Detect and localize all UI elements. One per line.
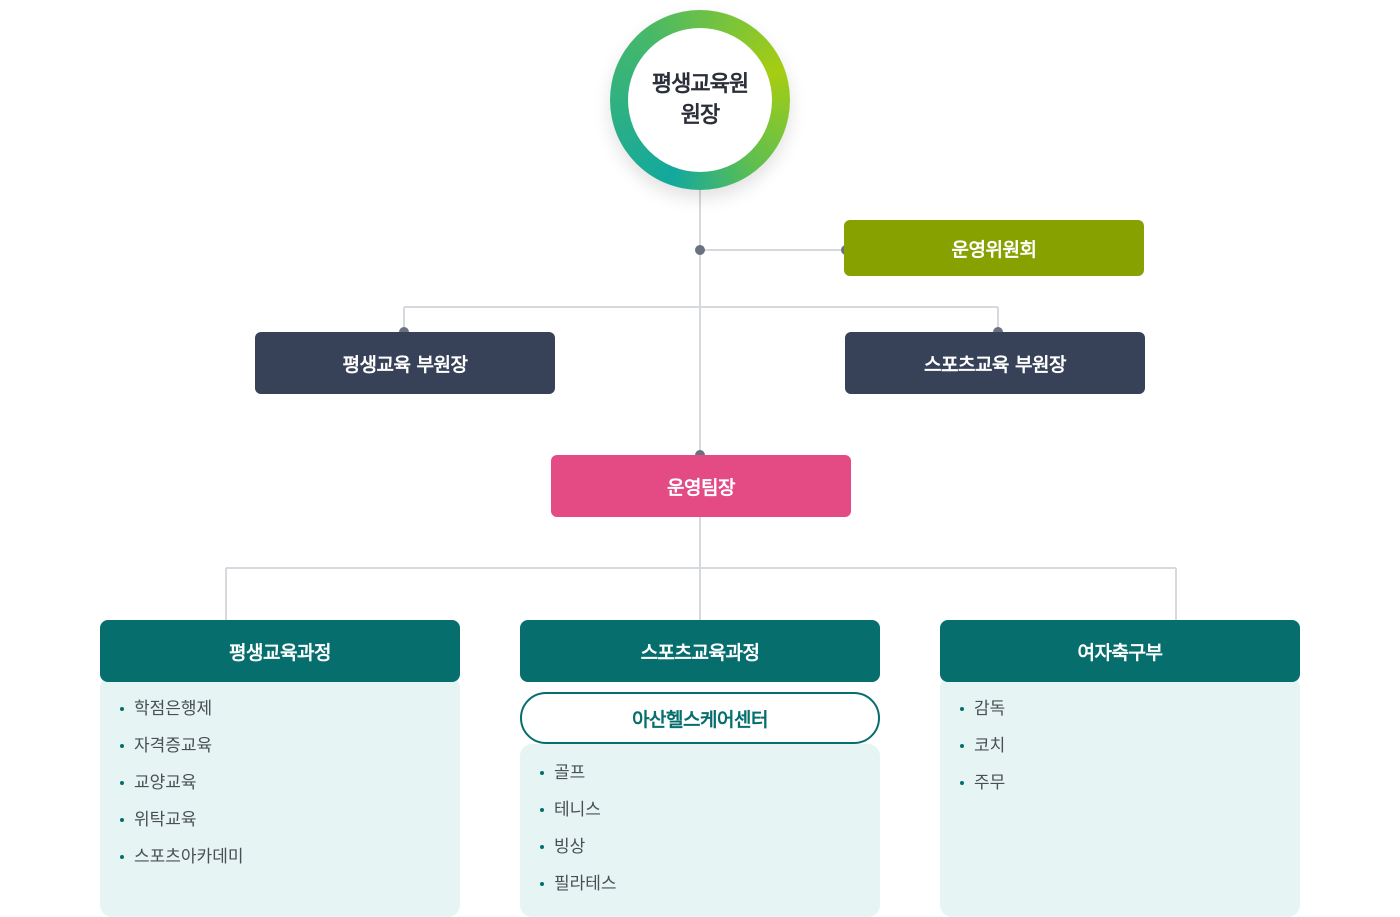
list-item: 빙상	[540, 836, 617, 873]
vice-president-sports-node: 스포츠교육 부원장	[845, 332, 1145, 394]
dept-lifelong-list: 학점은행제 자격증교육 교양교육 위탁교육 스포츠아카데미	[120, 698, 243, 883]
list-item-label: 코치	[974, 736, 1006, 756]
team-leader-node: 운영팀장	[551, 455, 851, 517]
list-item-label: 주무	[974, 773, 1006, 793]
list-item-label: 필라테스	[554, 874, 617, 894]
committee-node: 운영위원회	[844, 220, 1144, 276]
list-item-label: 위탁교육	[134, 810, 197, 830]
list-item: 테니스	[540, 799, 617, 836]
list-item-label: 감독	[974, 699, 1006, 719]
list-item: 코치	[960, 735, 1005, 772]
bullet-icon	[540, 882, 544, 886]
list-item-label: 학점은행제	[134, 699, 213, 719]
bullet-icon	[540, 845, 544, 849]
dept-lifelong-header: 평생교육과정	[100, 620, 460, 682]
sub-center-node: 아산헬스케어센터	[520, 692, 880, 744]
director-label: 평생교육원 원장	[651, 69, 749, 131]
list-item-label: 빙상	[554, 837, 586, 857]
director-node: 평생교육원 원장	[610, 10, 790, 190]
dept-sports-header: 스포츠교육과정	[520, 620, 880, 682]
junction-dot-committee	[695, 245, 705, 255]
list-item-label: 자격증교육	[134, 736, 213, 756]
list-item: 스포츠아카데미	[120, 846, 243, 883]
list-item-label: 테니스	[554, 800, 601, 820]
bullet-icon	[540, 771, 544, 775]
dept-football-panel: 감독 코치 주무	[940, 676, 1300, 917]
bullet-icon	[120, 781, 124, 785]
vice-president-lifelong-node: 평생교육 부원장	[255, 332, 555, 394]
list-item-label: 교양교육	[134, 773, 197, 793]
bullet-icon	[540, 808, 544, 812]
list-item: 감독	[960, 698, 1005, 735]
list-item: 위탁교육	[120, 809, 243, 846]
dept-football-list: 감독 코치 주무	[960, 698, 1005, 809]
list-item: 학점은행제	[120, 698, 243, 735]
dept-lifelong-panel: 학점은행제 자격증교육 교양교육 위탁교육 스포츠아카데미	[100, 676, 460, 917]
bullet-icon	[120, 855, 124, 859]
dept-football-header: 여자축구부	[940, 620, 1300, 682]
director-node-inner: 평생교육원 원장	[628, 28, 772, 172]
bullet-icon	[120, 818, 124, 822]
list-item-label: 스포츠아카데미	[134, 847, 244, 867]
bullet-icon	[120, 707, 124, 711]
dept-sports-list: 골프 테니스 빙상 필라테스	[540, 762, 617, 910]
list-item: 주무	[960, 772, 1005, 809]
list-item-label: 골프	[554, 763, 586, 783]
bullet-icon	[960, 707, 964, 711]
list-item: 교양교육	[120, 772, 243, 809]
list-item: 자격증교육	[120, 735, 243, 772]
list-item: 골프	[540, 762, 617, 799]
bullet-icon	[120, 744, 124, 748]
dept-sports-panel: 골프 테니스 빙상 필라테스	[520, 744, 880, 917]
director-label-line1: 평생교육원	[651, 72, 749, 97]
bullet-icon	[960, 744, 964, 748]
list-item: 필라테스	[540, 873, 617, 910]
bullet-icon	[960, 781, 964, 785]
director-label-line2: 원장	[680, 103, 720, 128]
